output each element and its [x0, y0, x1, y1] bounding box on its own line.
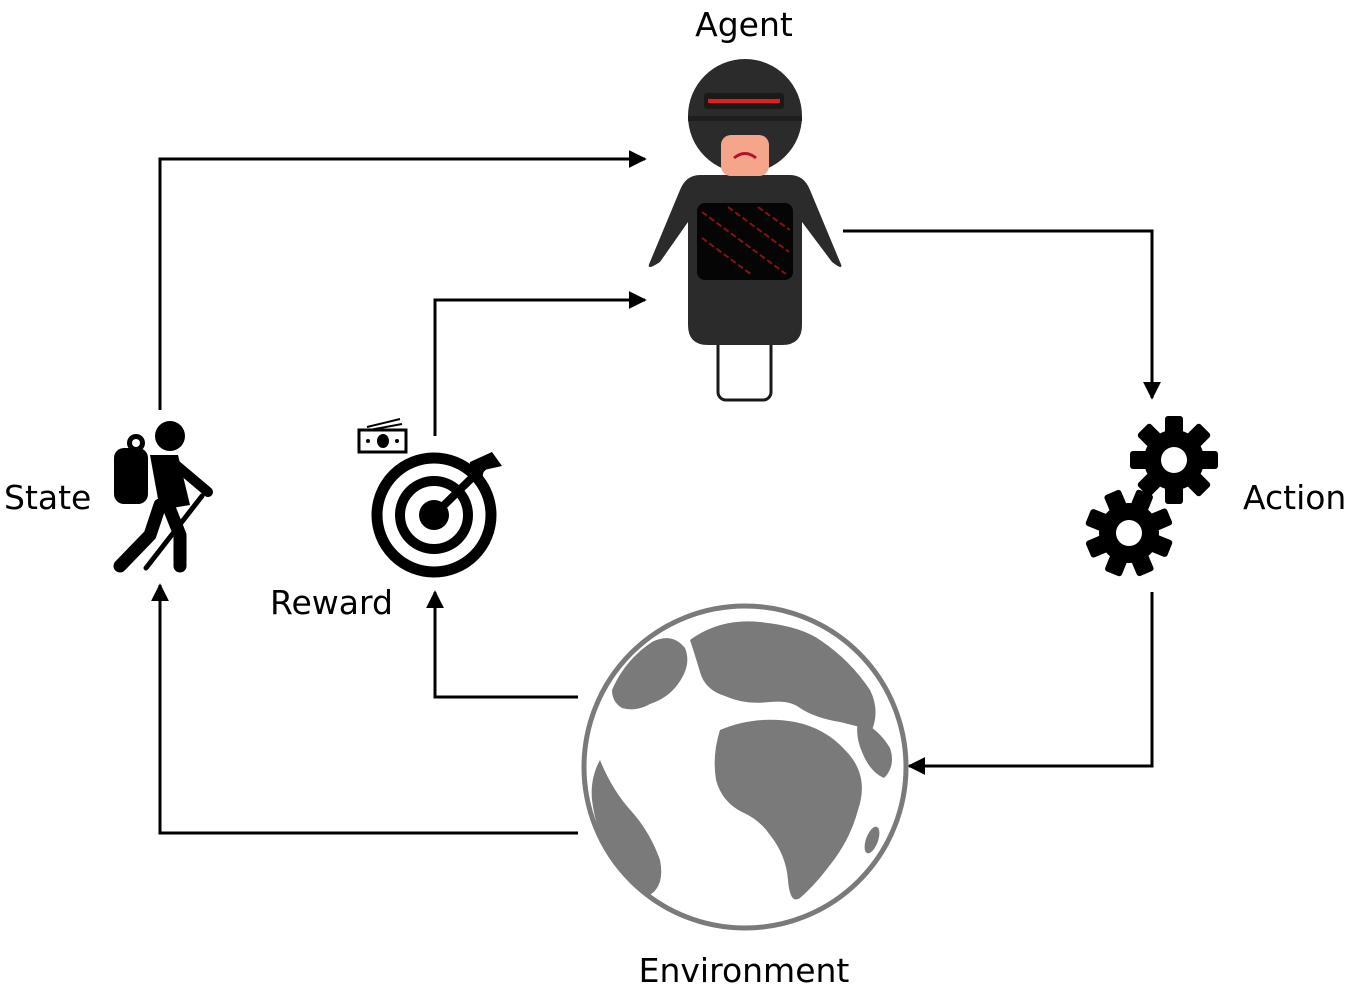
target-icon: [371, 452, 502, 578]
agent-node: Agent: [648, 5, 842, 402]
environment-label: Environment: [639, 951, 850, 990]
action-node: Action: [1085, 416, 1346, 577]
money-icon: [357, 418, 408, 454]
robot-agent-icon: [648, 59, 842, 402]
edge-action-to-environment: [907, 592, 1154, 775]
edge-environment-to-state: [151, 583, 578, 835]
hiker-icon: [113, 421, 213, 573]
edge-state-to-agent: [158, 150, 647, 410]
environment-node: Environment: [581, 603, 909, 990]
edges: [151, 150, 1161, 835]
edge-agent-to-action: [843, 229, 1161, 400]
gears-icon: [1085, 416, 1218, 577]
agent-label: Agent: [695, 5, 793, 44]
reward-node: Reward: [270, 418, 502, 622]
globe-icon: [581, 603, 909, 931]
edge-environment-to-reward: [426, 590, 578, 699]
reward-label: Reward: [270, 583, 393, 622]
action-label: Action: [1243, 478, 1346, 517]
edge-reward-to-agent: [433, 291, 647, 436]
state-node: State: [4, 421, 213, 573]
state-label: State: [4, 478, 91, 517]
